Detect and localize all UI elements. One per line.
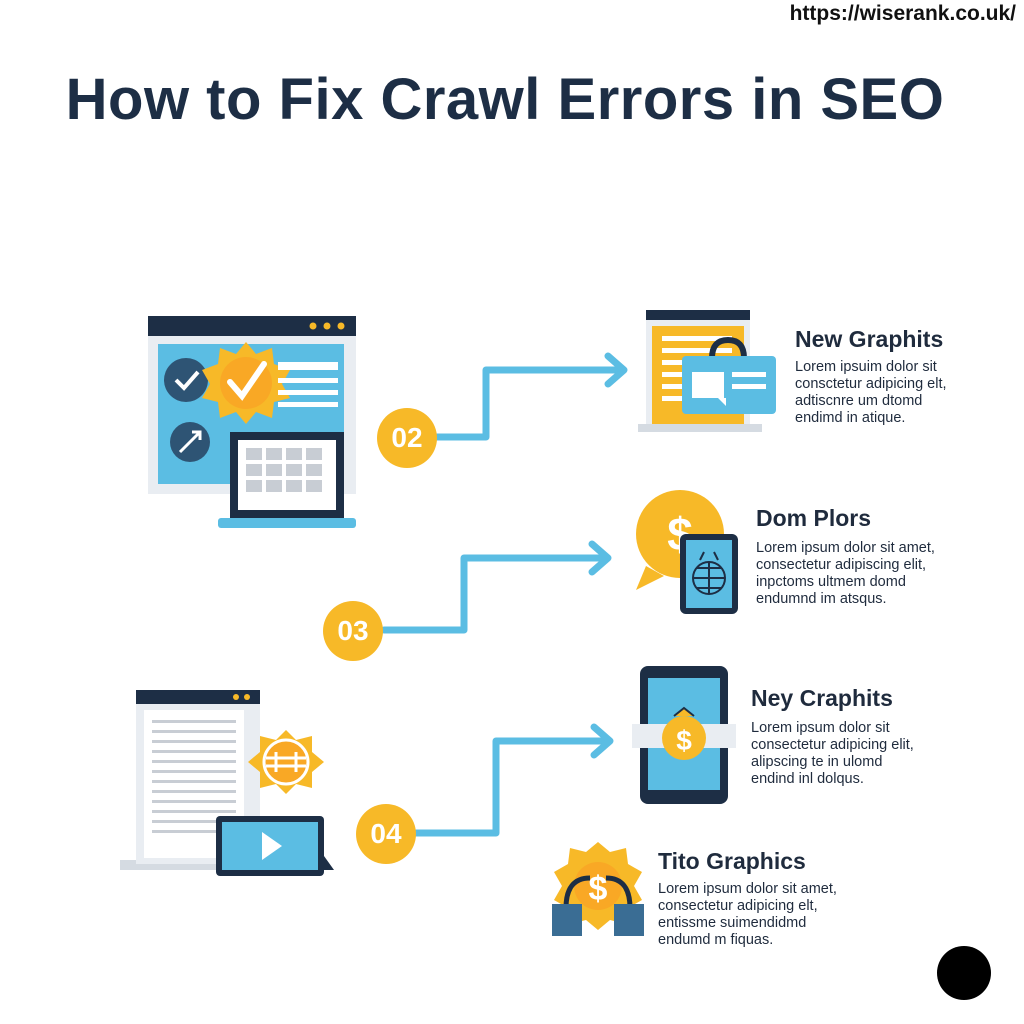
svg-text:$: $ [589, 870, 608, 908]
item-block-4: Tito Graphics Lorem ipsum dolor sit amet… [658, 848, 918, 949]
item-description: Lorem ipsum dolor sit amet, consectetur … [756, 540, 935, 607]
corner-dot [937, 946, 991, 1000]
page-title: How to Fix Crawl Errors in SEO [65, 67, 945, 132]
step-badge-02: 02 [377, 408, 437, 468]
item-block-1: New Graphits Lorem ipsuim dolor sit cons… [795, 326, 1015, 427]
step-badge-04: 04 [356, 804, 416, 864]
item-title: Dom Plors [756, 505, 872, 531]
item-description: Lorem ipsuim dolor sit consctetur adipic… [795, 359, 947, 426]
document-monitor-illustration [638, 310, 776, 432]
site-url: https://wiserank.co.uk/ [789, 2, 1016, 25]
item-title: Tito Graphics [658, 848, 806, 874]
browser-settings-illustration [148, 316, 356, 528]
svg-text:$: $ [676, 725, 692, 756]
item-title: Ney Craphits [751, 685, 893, 711]
item-description: Lorem ipsum dolor sit amet, consectetur … [658, 881, 837, 948]
connector-arrow-03 [380, 540, 612, 634]
step-badge-03: 03 [323, 601, 383, 661]
connector-arrow-04 [412, 723, 614, 837]
dollar-tablet-illustration: $ [636, 490, 738, 614]
document-video-illustration [120, 690, 334, 876]
phone-moneybag-illustration: $ [632, 666, 736, 804]
gear-dollar-illustration: $ [552, 842, 644, 936]
item-title: New Graphits [795, 326, 944, 352]
item-description: Lorem ipsum dolor sit consectetur adipic… [751, 720, 914, 787]
connector-arrow-02 [432, 352, 628, 441]
item-block-2: Dom Plors Lorem ipsum dolor sit amet, co… [756, 505, 1016, 608]
item-block-3: Ney Craphits Lorem ipsum dolor sit conse… [751, 685, 1011, 788]
